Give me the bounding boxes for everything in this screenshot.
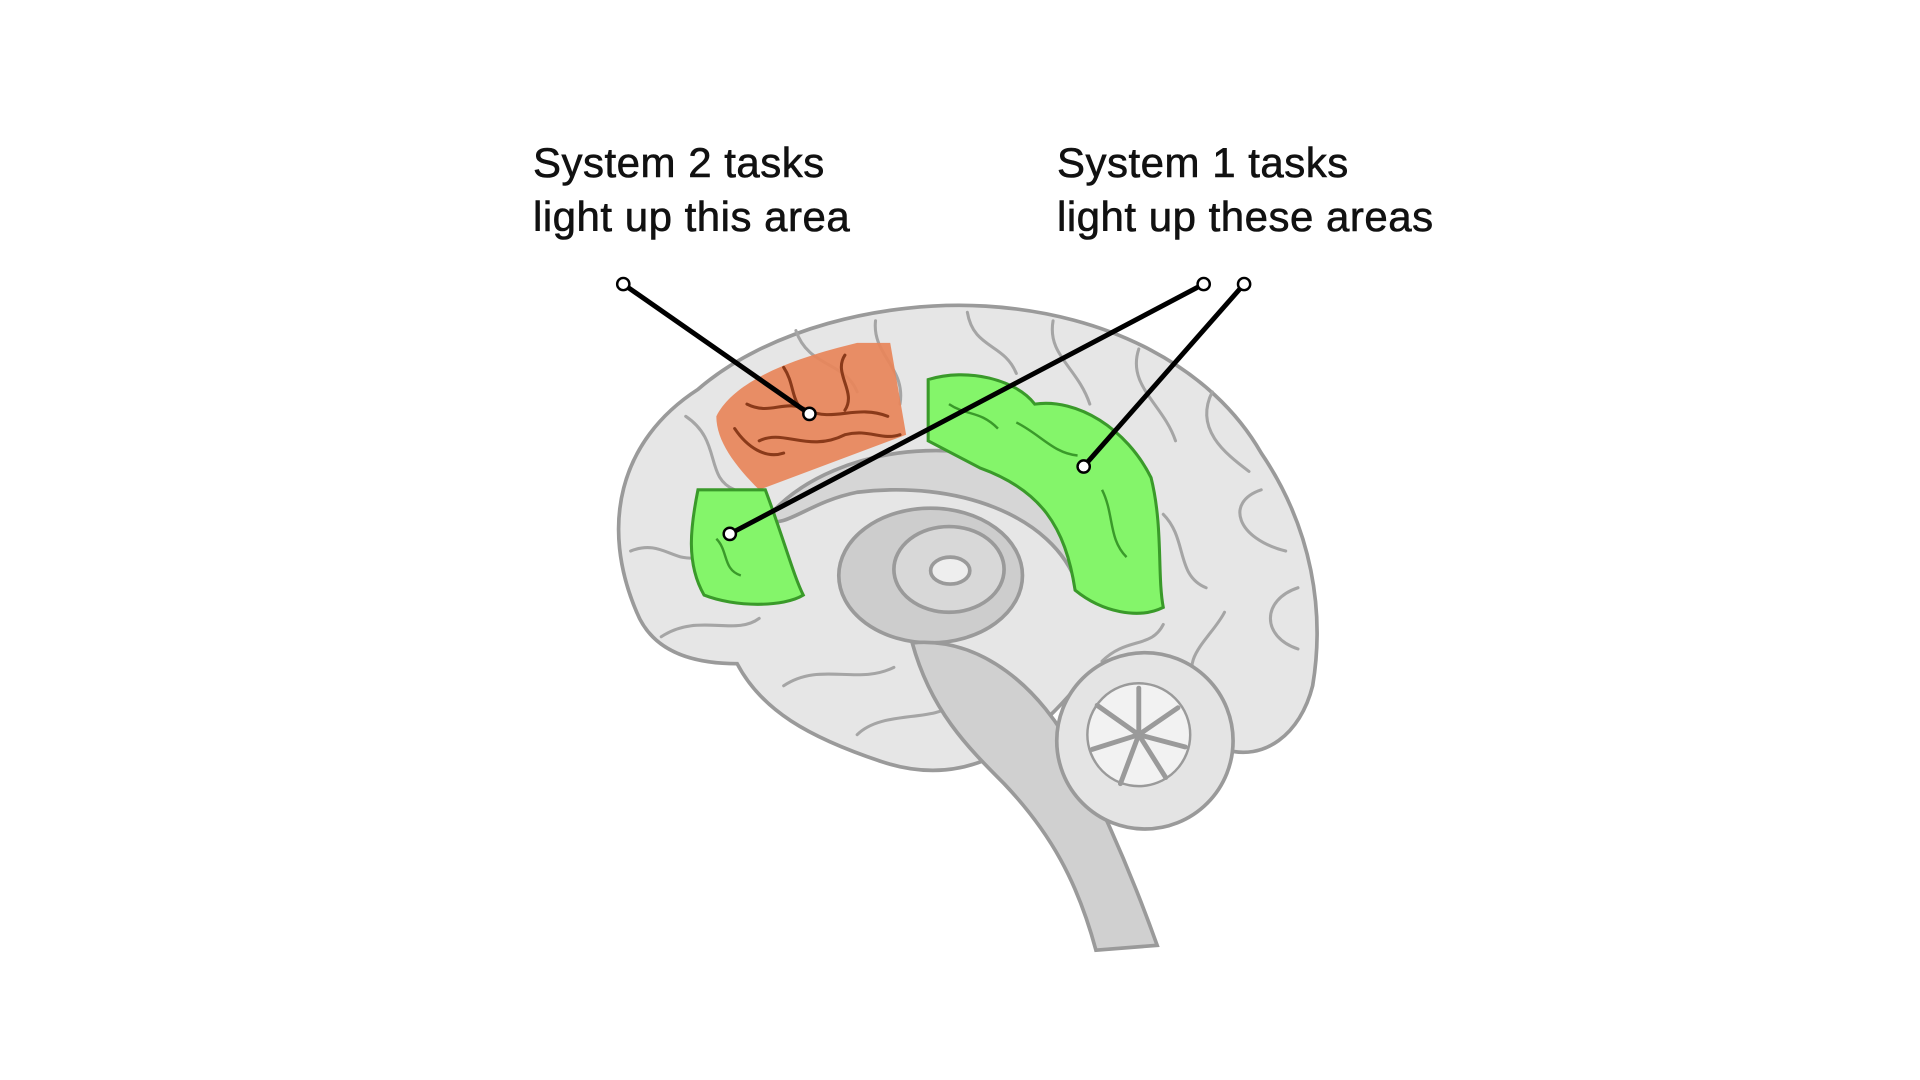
system1-label-line2: light up these areas: [1057, 193, 1434, 241]
system1-leader-right: [1081, 282, 1246, 469]
system1-label-line1: System 1 tasks: [1057, 139, 1349, 187]
leader-dots: [615, 276, 1252, 542]
leader-lines: [621, 281, 1246, 537]
system1-leader-left: [728, 281, 1205, 537]
cerebellum: [1054, 650, 1235, 831]
system1-label: System 1 tasks light up these areas: [1057, 136, 1434, 244]
system2-label-line1: System 2 tasks: [533, 139, 825, 187]
intermediate-mass: [928, 555, 972, 586]
system1-region-left: [689, 488, 806, 606]
system2-label-line2: light up this area: [533, 193, 851, 241]
system2-label: System 2 tasks light up this area: [533, 136, 850, 244]
system2-leader: [621, 282, 811, 416]
system1-region-right: [926, 373, 1165, 615]
brainstem: [909, 640, 1160, 953]
